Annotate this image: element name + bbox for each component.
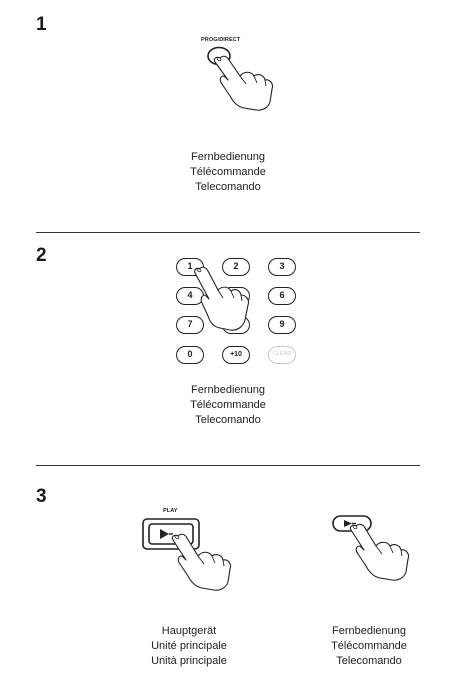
pressing-hand-icon <box>171 533 232 591</box>
caption-line: Fernbedienung <box>190 151 265 163</box>
caption-line: Fernbedienung <box>331 625 406 637</box>
key-7[interactable]: 7 <box>176 316 204 334</box>
key-0[interactable]: 0 <box>176 346 204 364</box>
main-unit-caption: Hauptgerät Unité principale Unità princi… <box>126 624 252 669</box>
step-2-caption: Fernbedienung Télécommande Telecomando <box>165 383 291 428</box>
caption-line: Telecomando <box>195 414 261 426</box>
caption-line: Hauptgerät <box>161 625 217 637</box>
key-9[interactable]: 9 <box>268 316 296 334</box>
key-2[interactable]: 2 <box>222 258 250 276</box>
caption-line: Telecomando <box>336 655 402 667</box>
step-1-caption: Fernbedienung Télécommande Telecomando <box>165 150 291 195</box>
key-6[interactable]: 6 <box>268 287 296 305</box>
step-divider <box>36 465 420 466</box>
step-divider <box>36 232 420 233</box>
step-3-number: 3 <box>36 486 47 507</box>
step-1-number: 1 <box>36 14 47 35</box>
caption-line: Télécommande <box>190 399 266 411</box>
caption-line: Télécommande <box>190 166 266 178</box>
caption-line: Télécommande <box>331 640 407 652</box>
pressing-hand-icon <box>349 523 410 581</box>
play-label: PLAY <box>163 508 178 514</box>
pressing-hand-icon <box>194 266 250 331</box>
caption-line: Unità principale <box>151 655 227 667</box>
prog-direct-label: PROG/DIRECT <box>201 37 241 43</box>
key-plus-10[interactable]: +10 <box>222 346 250 364</box>
caption-line: Telecomando <box>195 181 261 193</box>
key-3[interactable]: 3 <box>268 258 296 276</box>
remote-caption: Fernbedienung Télécommande Telecomando <box>306 624 432 669</box>
caption-line: Unité principale <box>151 640 227 652</box>
key-clear[interactable]: CLEAR <box>268 346 296 364</box>
caption-line: Fernbedienung <box>190 384 265 396</box>
pressing-hand-icon <box>213 55 274 111</box>
step-2-number: 2 <box>36 245 47 266</box>
